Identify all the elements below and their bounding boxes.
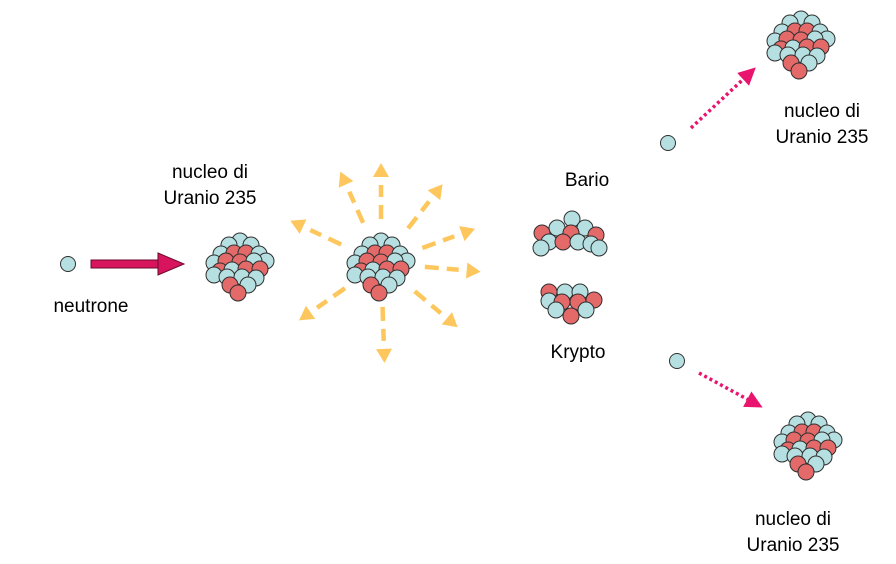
energy-burst-icon (290, 163, 481, 363)
product-bottom-label-line2: Uranio 235 (746, 535, 840, 556)
product-nucleus-bottom-icon (773, 411, 843, 481)
target-nucleus-label: nucleo di Uranio 235 (140, 160, 280, 212)
splitting-nucleus-icon (346, 232, 416, 302)
product-top-label-line1: nucleo di (783, 101, 861, 122)
released-neutron-top-icon (660, 135, 676, 151)
dotted-arrow-bottom (698, 371, 763, 408)
product-top-label-line2: Uranio 235 (775, 127, 869, 148)
product-top-label: nucleo di Uranio 235 (752, 99, 892, 151)
krypton-label: Krypto (550, 342, 606, 363)
incoming-neutron-icon (60, 256, 76, 272)
target-nucleus-label-line2: Uranio 235 (163, 188, 257, 209)
target-nucleus-label-line1: nucleo di (171, 162, 249, 183)
product-bottom-label: nucleo di Uranio 235 (723, 507, 863, 559)
barium-fragment-icon (532, 210, 608, 257)
dotted-arrow-top (689, 67, 756, 130)
released-neutron-bottom-icon (669, 353, 685, 369)
target-nucleus-icon (205, 232, 275, 302)
neutron-label: neutrone (53, 296, 129, 317)
product-nucleus-top-icon (766, 10, 836, 80)
krypton-fragment-icon (540, 283, 603, 325)
incoming-arrow (90, 252, 186, 276)
barium-label: Bario (564, 170, 610, 191)
product-bottom-label-line1: nucleo di (754, 509, 832, 530)
